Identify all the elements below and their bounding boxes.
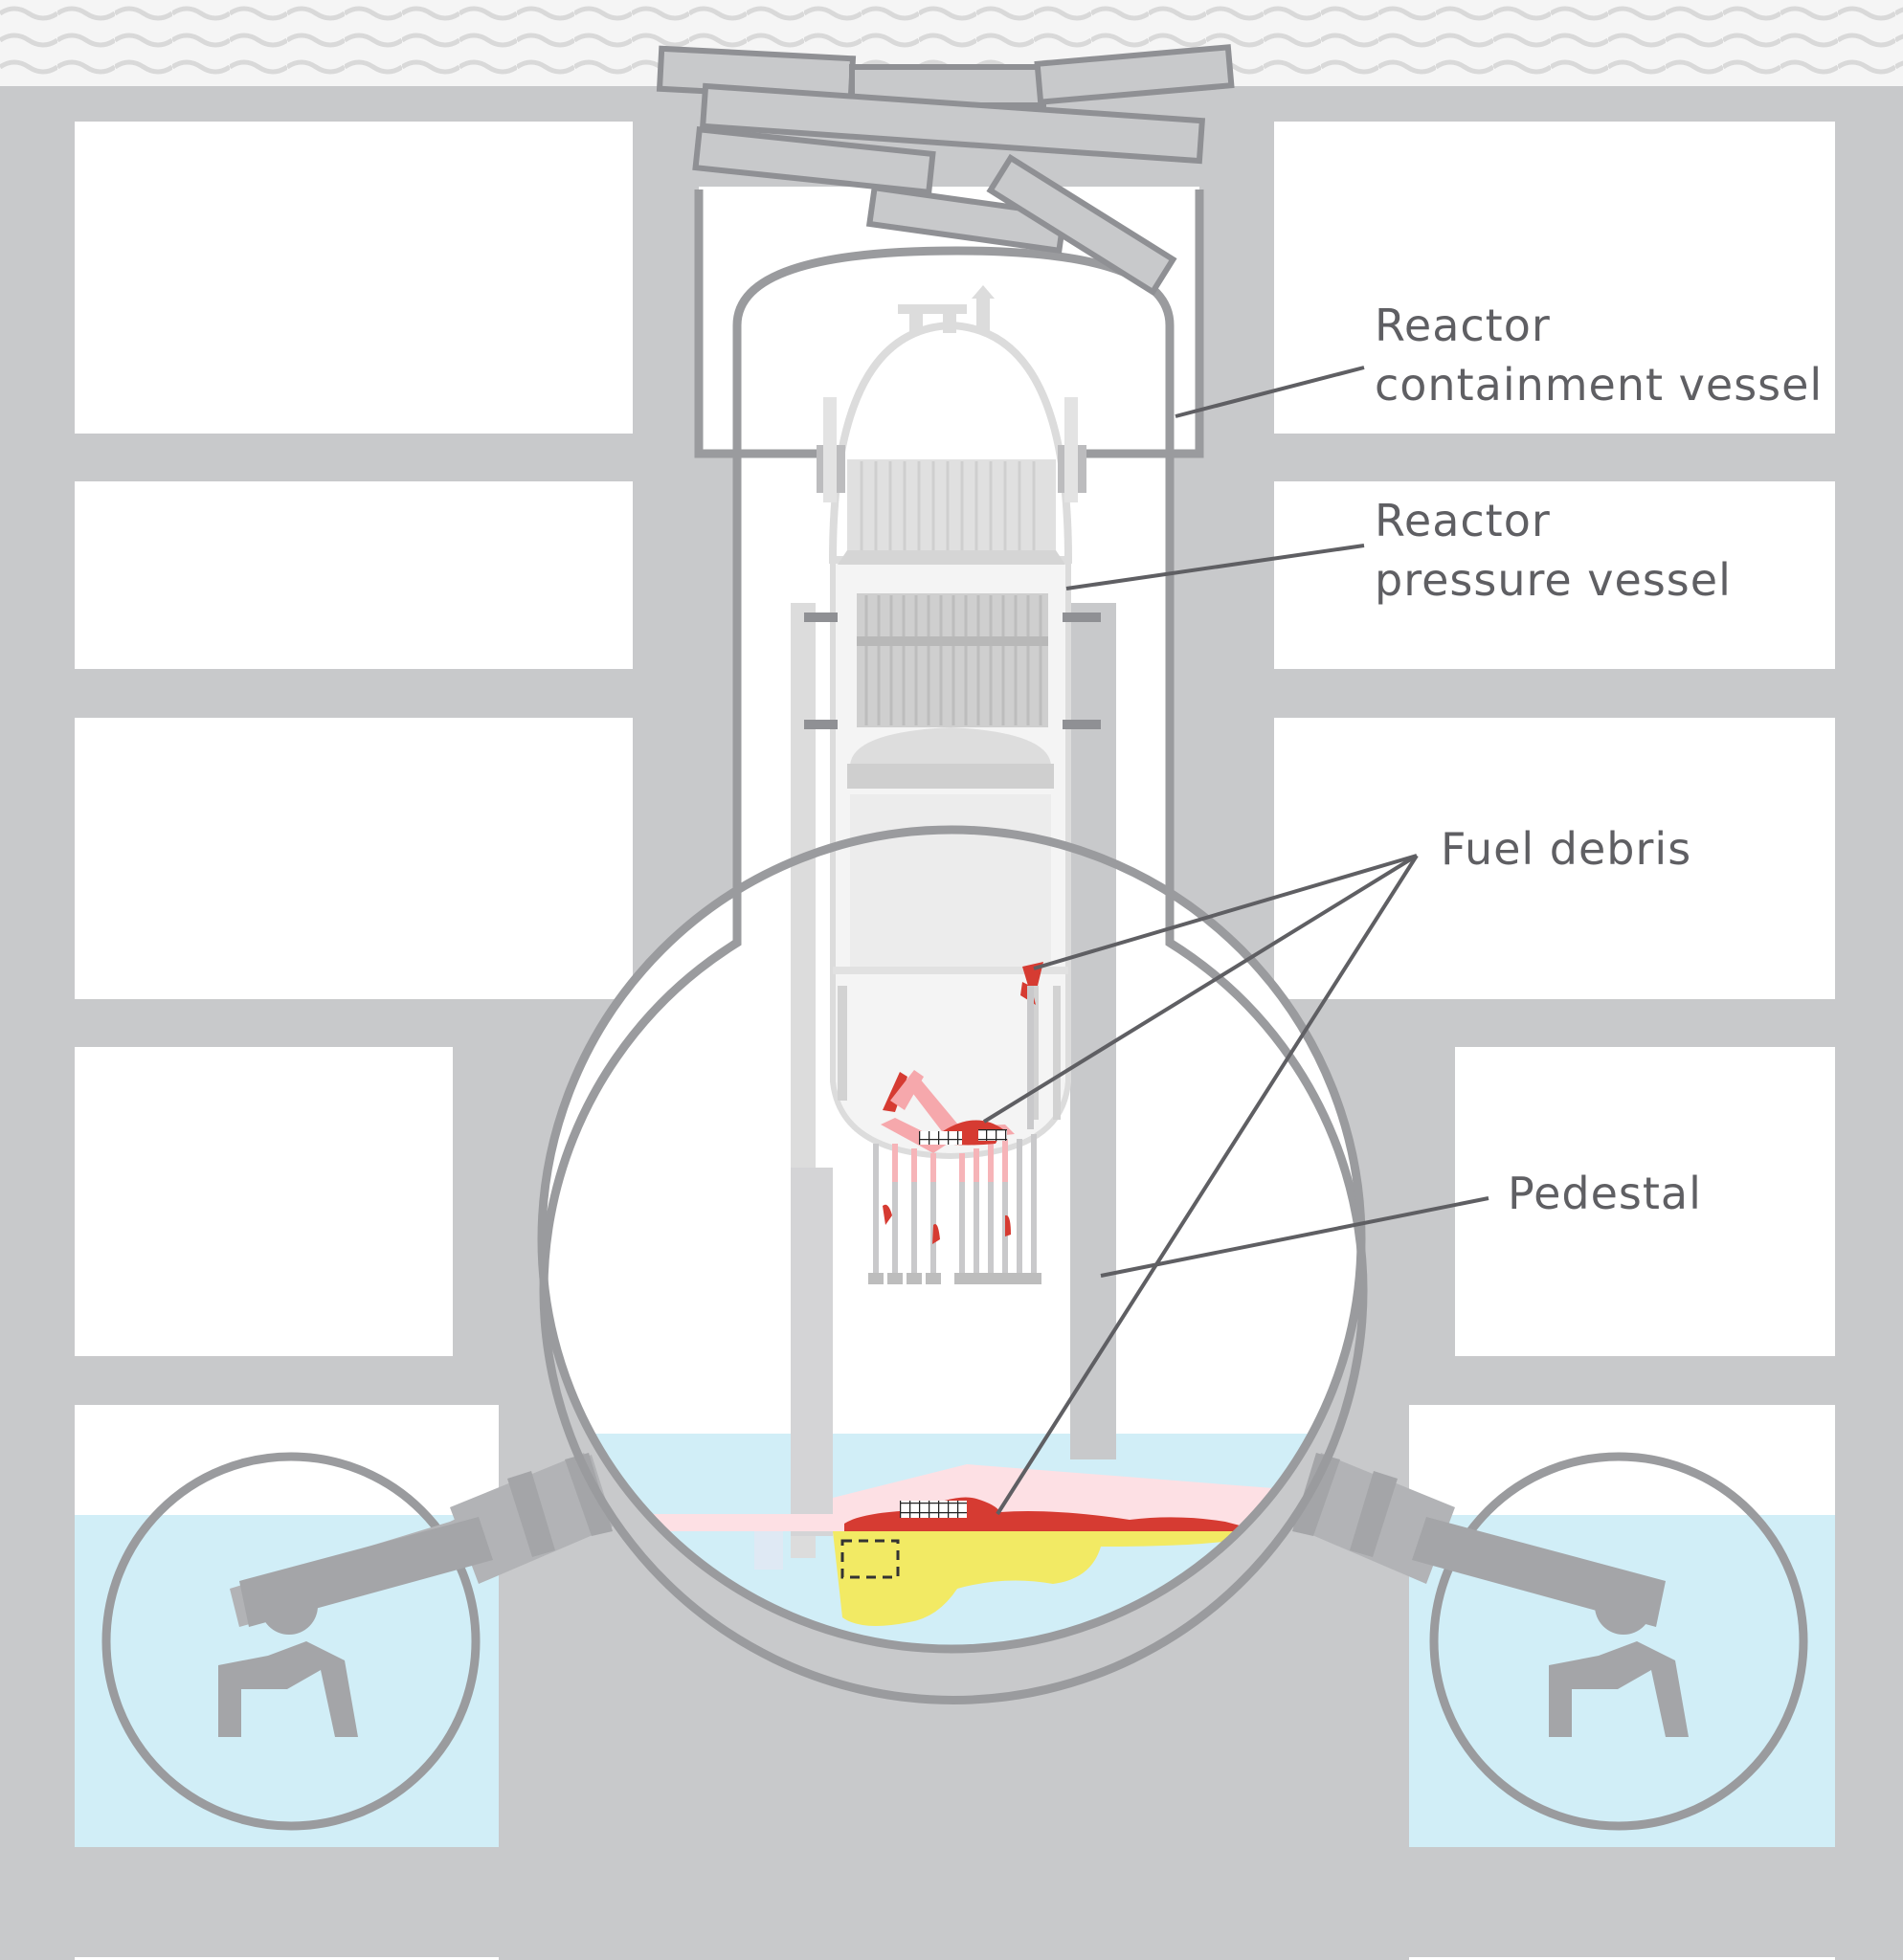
- reactor-pressure-vessel: [804, 285, 1101, 1160]
- vent-pipe-left: [218, 1453, 613, 1737]
- top-wave-strip: [0, 0, 1903, 88]
- svg-text:containment vessel: containment vessel: [1375, 359, 1823, 411]
- label-pressure-vessel: Reactor pressure vessel: [1375, 495, 1732, 606]
- svg-text:Reactor: Reactor: [1375, 300, 1551, 351]
- crd-pink-segments: [892, 1139, 1008, 1182]
- collapsed-roof-debris: [656, 44, 1235, 297]
- pedestal: [791, 603, 1116, 1558]
- svg-text:Reactor: Reactor: [1375, 495, 1551, 546]
- containment-top-flange: [694, 189, 1204, 458]
- control-rod-drive-tips: [868, 1273, 1041, 1284]
- fuel-debris-pedestal-floor: [651, 1464, 1273, 1626]
- drywell-outline: [537, 825, 1366, 1654]
- vent-pipe-right: [1292, 1453, 1689, 1737]
- leader-lines: [982, 366, 1489, 1516]
- svg-text:pressure vessel: pressure vessel: [1375, 554, 1732, 606]
- label-pedestal: Pedestal: [1508, 1168, 1702, 1219]
- label-containment-vessel: Reactor containment vessel: [1375, 300, 1823, 411]
- label-fuel-debris: Fuel debris: [1441, 823, 1691, 875]
- debris-sample-box: [840, 1539, 900, 1579]
